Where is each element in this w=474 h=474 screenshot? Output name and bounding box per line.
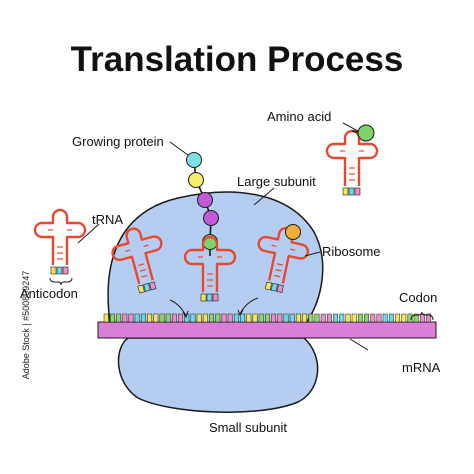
binding-arrow-right	[239, 297, 259, 315]
nucleotide	[407, 313, 413, 323]
label-growing-protein: Growing protein	[72, 134, 164, 149]
nucleotide	[333, 313, 339, 323]
nucleotide	[153, 313, 159, 323]
nucleotide	[339, 313, 345, 323]
nucleotide	[209, 313, 215, 323]
label-ribosome: Ribosome	[322, 244, 381, 259]
nucleotide	[109, 313, 115, 323]
nucleotide	[351, 313, 357, 323]
small-subunit-shape	[117, 337, 319, 413]
nucleotide	[140, 313, 146, 323]
nucleotide	[190, 313, 196, 323]
nucleotide	[178, 313, 184, 323]
nucleotide	[320, 313, 326, 323]
nucleotide	[308, 313, 314, 323]
nucleotide	[264, 313, 270, 323]
nucleotide	[326, 313, 332, 323]
nucleotide	[283, 313, 289, 323]
codon-brace	[410, 311, 434, 321]
nucleotide	[382, 313, 388, 323]
label-small-subunit: Small subunit	[209, 420, 287, 435]
label-trna: tRNA	[92, 212, 123, 227]
nucleotide	[376, 313, 382, 323]
nucleotide	[388, 313, 394, 323]
stock-id-label: Adobe Stock | #500809247	[21, 270, 32, 380]
label-amino-acid: Amino acid	[267, 109, 331, 124]
nucleotide	[345, 313, 351, 323]
nucleotide	[147, 313, 153, 323]
nucleotide	[227, 313, 233, 323]
nucleotide	[426, 313, 432, 323]
nucleotide	[364, 313, 370, 323]
nucleotide	[159, 313, 165, 323]
nucleotide	[277, 313, 283, 323]
anticodon-brace	[49, 277, 73, 286]
nucleotide	[252, 313, 258, 323]
nucleotide	[295, 313, 301, 323]
nucleotide	[413, 313, 419, 323]
nucleotide	[122, 313, 128, 323]
nucleotide	[103, 313, 109, 323]
nucleotide	[221, 313, 227, 323]
nucleotide	[401, 313, 407, 323]
nucleotide	[314, 313, 320, 323]
nucleotide	[196, 313, 202, 323]
nucleotide	[289, 313, 295, 323]
nucleotide	[240, 313, 246, 323]
nucleotide	[258, 313, 264, 323]
nucleotide	[357, 313, 363, 323]
binding-arrow-left	[169, 299, 187, 317]
label-large-subunit: Large subunit	[237, 174, 316, 189]
nucleotide	[116, 313, 122, 323]
nucleotide	[202, 313, 208, 323]
diagram-title: Translation Process	[71, 40, 404, 79]
nucleotide	[302, 313, 308, 323]
nucleotide	[134, 313, 140, 323]
nucleotide	[215, 313, 221, 323]
mrna-codons	[103, 313, 432, 323]
label-codon: Codon	[399, 290, 437, 305]
trna-free-left	[33, 208, 87, 276]
amino-acid-free	[357, 124, 375, 142]
nucleotide	[395, 313, 401, 323]
nucleotide	[165, 313, 171, 323]
label-mrna: mRNA	[402, 360, 441, 375]
amino-acid-incoming	[285, 224, 301, 240]
mrna-strand	[97, 321, 437, 339]
nucleotide	[128, 313, 134, 323]
nucleotide	[233, 313, 239, 323]
nucleotide	[171, 313, 177, 323]
nucleotide	[271, 313, 277, 323]
nucleotide	[370, 313, 376, 323]
nucleotide	[246, 313, 252, 323]
label-anticodon: Anticodon	[20, 286, 78, 301]
